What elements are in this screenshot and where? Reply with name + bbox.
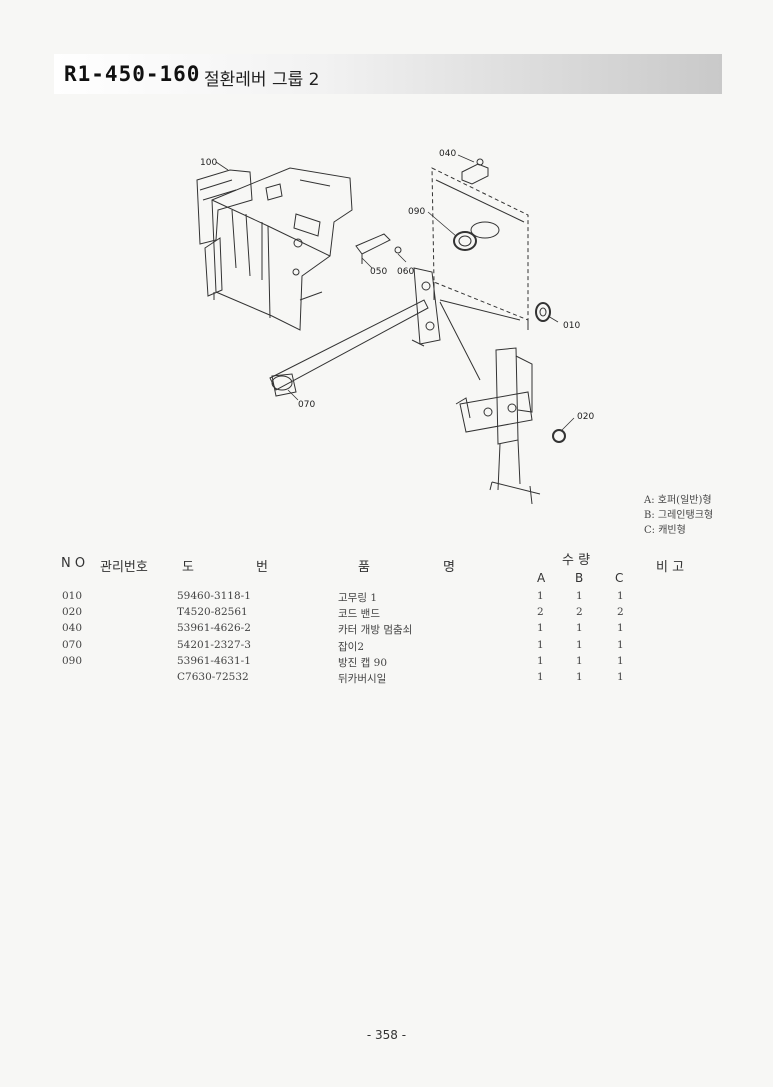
cell-no: 090 <box>62 655 83 667</box>
cell-description: 뒤카버시일 <box>338 673 387 685</box>
cell-no: 070 <box>62 639 83 651</box>
cord-band-part-020 <box>552 429 566 443</box>
col-header-name-b: 명 <box>443 560 455 575</box>
cap-part-090 <box>453 231 477 251</box>
table-row: 040 53961-4626-2 카터 개방 멈춤쇠 1 1 1 <box>0 622 773 638</box>
col-header-no: N O <box>61 556 86 571</box>
qty-col-c: C <box>615 571 624 585</box>
callout-100: 100 <box>200 158 217 168</box>
page-number: - 358 - <box>366 1028 407 1042</box>
callout-020: 020 <box>577 412 594 422</box>
cell-qty-a: 1 <box>537 590 544 602</box>
cell-no: 020 <box>62 606 83 618</box>
callout-090: 090 <box>408 207 425 217</box>
cell-qty-b: 1 <box>576 671 583 683</box>
cell-qty-b: 2 <box>576 606 583 618</box>
qty-col-b: B <box>575 571 584 585</box>
callout-050: 050 <box>370 267 387 277</box>
lever-rod <box>269 299 429 397</box>
leader-lines <box>215 154 575 431</box>
cell-no: 010 <box>62 590 83 602</box>
cell-qty-b: 1 <box>576 655 583 667</box>
cover-part-100 <box>196 169 253 297</box>
cell-qty-a: 2 <box>537 606 544 618</box>
col-header-drawing-a: 도 <box>182 560 194 575</box>
cell-no: 040 <box>62 622 83 634</box>
cell-qty-c: 1 <box>617 639 624 651</box>
group-title: 절환레버 그룹 2 <box>204 70 320 90</box>
cell-part-number: T4520-82561 <box>177 606 248 618</box>
cell-qty-a: 1 <box>537 671 544 683</box>
legend-item: C: 캐빈형 <box>644 525 686 536</box>
table-row: 090 53961-4631-1 방진 캡 90 1 1 1 <box>0 655 773 671</box>
table-row: C7630-72532 뒤카버시일 1 1 1 <box>0 671 773 687</box>
bolt-part-050-060 <box>355 233 402 264</box>
legend-item: A: 호퍼(일반)형 <box>644 495 712 506</box>
cell-qty-c: 1 <box>617 622 624 634</box>
cell-qty-c: 1 <box>617 671 624 683</box>
cell-qty-b: 1 <box>576 639 583 651</box>
bracket-part-040 <box>461 158 489 185</box>
callout-070: 070 <box>298 400 315 410</box>
linkage-arms <box>411 267 521 381</box>
group-code: R1-450-160 <box>64 62 201 86</box>
cell-qty-c: 1 <box>617 655 624 667</box>
callout-040: 040 <box>439 149 456 159</box>
cell-qty-c: 2 <box>617 606 624 618</box>
housing <box>211 167 353 331</box>
callout-060: 060 <box>397 267 414 277</box>
cell-part-number: 54201-2327-3 <box>177 639 251 651</box>
cell-description: 코드 밴드 <box>338 608 380 620</box>
callout-010: 010 <box>563 321 580 331</box>
cell-qty-a: 1 <box>537 655 544 667</box>
cell-qty-a: 1 <box>537 639 544 651</box>
col-header-mgmt: 관리번호 <box>100 560 148 575</box>
cell-qty-c: 1 <box>617 590 624 602</box>
cell-description: 잡이2 <box>338 641 365 653</box>
table-row: 010 59460-3118-1 고무링 1 1 1 1 <box>0 590 773 606</box>
cell-part-number: 59460-3118-1 <box>177 590 251 602</box>
page-header: R1-450-160 절환레버 그룹 2 <box>54 54 722 94</box>
col-header-name-a: 품 <box>358 560 370 575</box>
frame-bracket <box>455 347 541 505</box>
col-header-remark: 비 고 <box>656 560 685 575</box>
cell-qty-b: 1 <box>576 590 583 602</box>
cell-description: 방진 캡 90 <box>338 657 388 669</box>
variant-legend: A: 호퍼(일반)형 B: 그레인탱크형 C: 캐빈형 <box>644 493 713 538</box>
cell-part-number: C7630-72532 <box>177 671 249 683</box>
cell-description: 고무링 1 <box>338 592 377 604</box>
col-header-drawing-b: 번 <box>256 560 268 575</box>
cell-description: 카터 개방 멈춤쇠 <box>338 624 413 636</box>
grommet-part-010 <box>535 302 551 322</box>
cell-part-number: 53961-4626-2 <box>177 622 251 634</box>
table-row: 070 54201-2327-3 잡이2 1 1 1 <box>0 639 773 655</box>
mounting-plate <box>431 167 529 330</box>
qty-col-a: A <box>537 571 546 585</box>
col-header-qty: 수 량 <box>562 553 591 568</box>
cell-part-number: 53961-4631-1 <box>177 655 251 667</box>
cell-qty-a: 1 <box>537 622 544 634</box>
cell-qty-b: 1 <box>576 622 583 634</box>
legend-item: B: 그레인탱크형 <box>644 510 714 521</box>
table-row: 020 T4520-82561 코드 밴드 2 2 2 <box>0 606 773 622</box>
